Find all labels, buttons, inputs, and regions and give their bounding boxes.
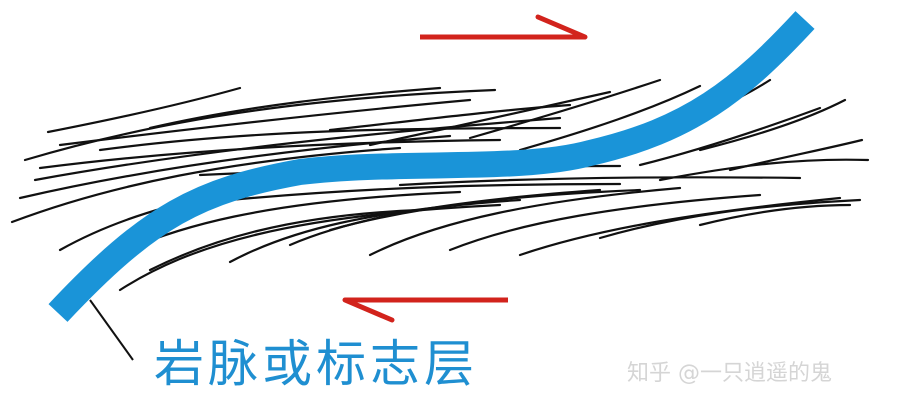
foliation-line — [698, 98, 847, 152]
foliation-line — [23, 88, 497, 162]
foliation-line — [598, 198, 862, 240]
foliation-line — [398, 176, 802, 187]
foliation-line — [98, 126, 562, 152]
foliation-line — [228, 182, 622, 202]
foliation-line — [38, 138, 502, 170]
foliation-line — [328, 188, 642, 232]
foliation-line — [518, 84, 702, 152]
marker-layer-vein — [48, 11, 815, 322]
foliation-line — [148, 86, 442, 130]
foliation-line — [468, 78, 662, 140]
foliation-line — [638, 106, 822, 167]
foliation-line — [518, 196, 842, 257]
foliation-line — [10, 146, 402, 224]
foliation-line — [368, 186, 682, 257]
foliation-lines — [10, 78, 870, 292]
bottom-shear-arrow — [342, 297, 508, 323]
top-shear-arrow — [420, 14, 588, 40]
foliation-line — [448, 193, 762, 252]
vein-caption: 岩脉或标志层 — [154, 335, 478, 393]
foliation-line — [698, 203, 852, 227]
foliation-line — [148, 208, 422, 272]
caption-leader-line — [89, 299, 134, 361]
foliation-line — [658, 158, 870, 182]
foliation-line — [46, 86, 242, 134]
watermark: 知乎 @一只逍遥的鬼 — [627, 361, 832, 386]
foliation-line — [33, 116, 562, 182]
foliation-line — [368, 90, 612, 147]
foliation-line — [58, 98, 472, 147]
